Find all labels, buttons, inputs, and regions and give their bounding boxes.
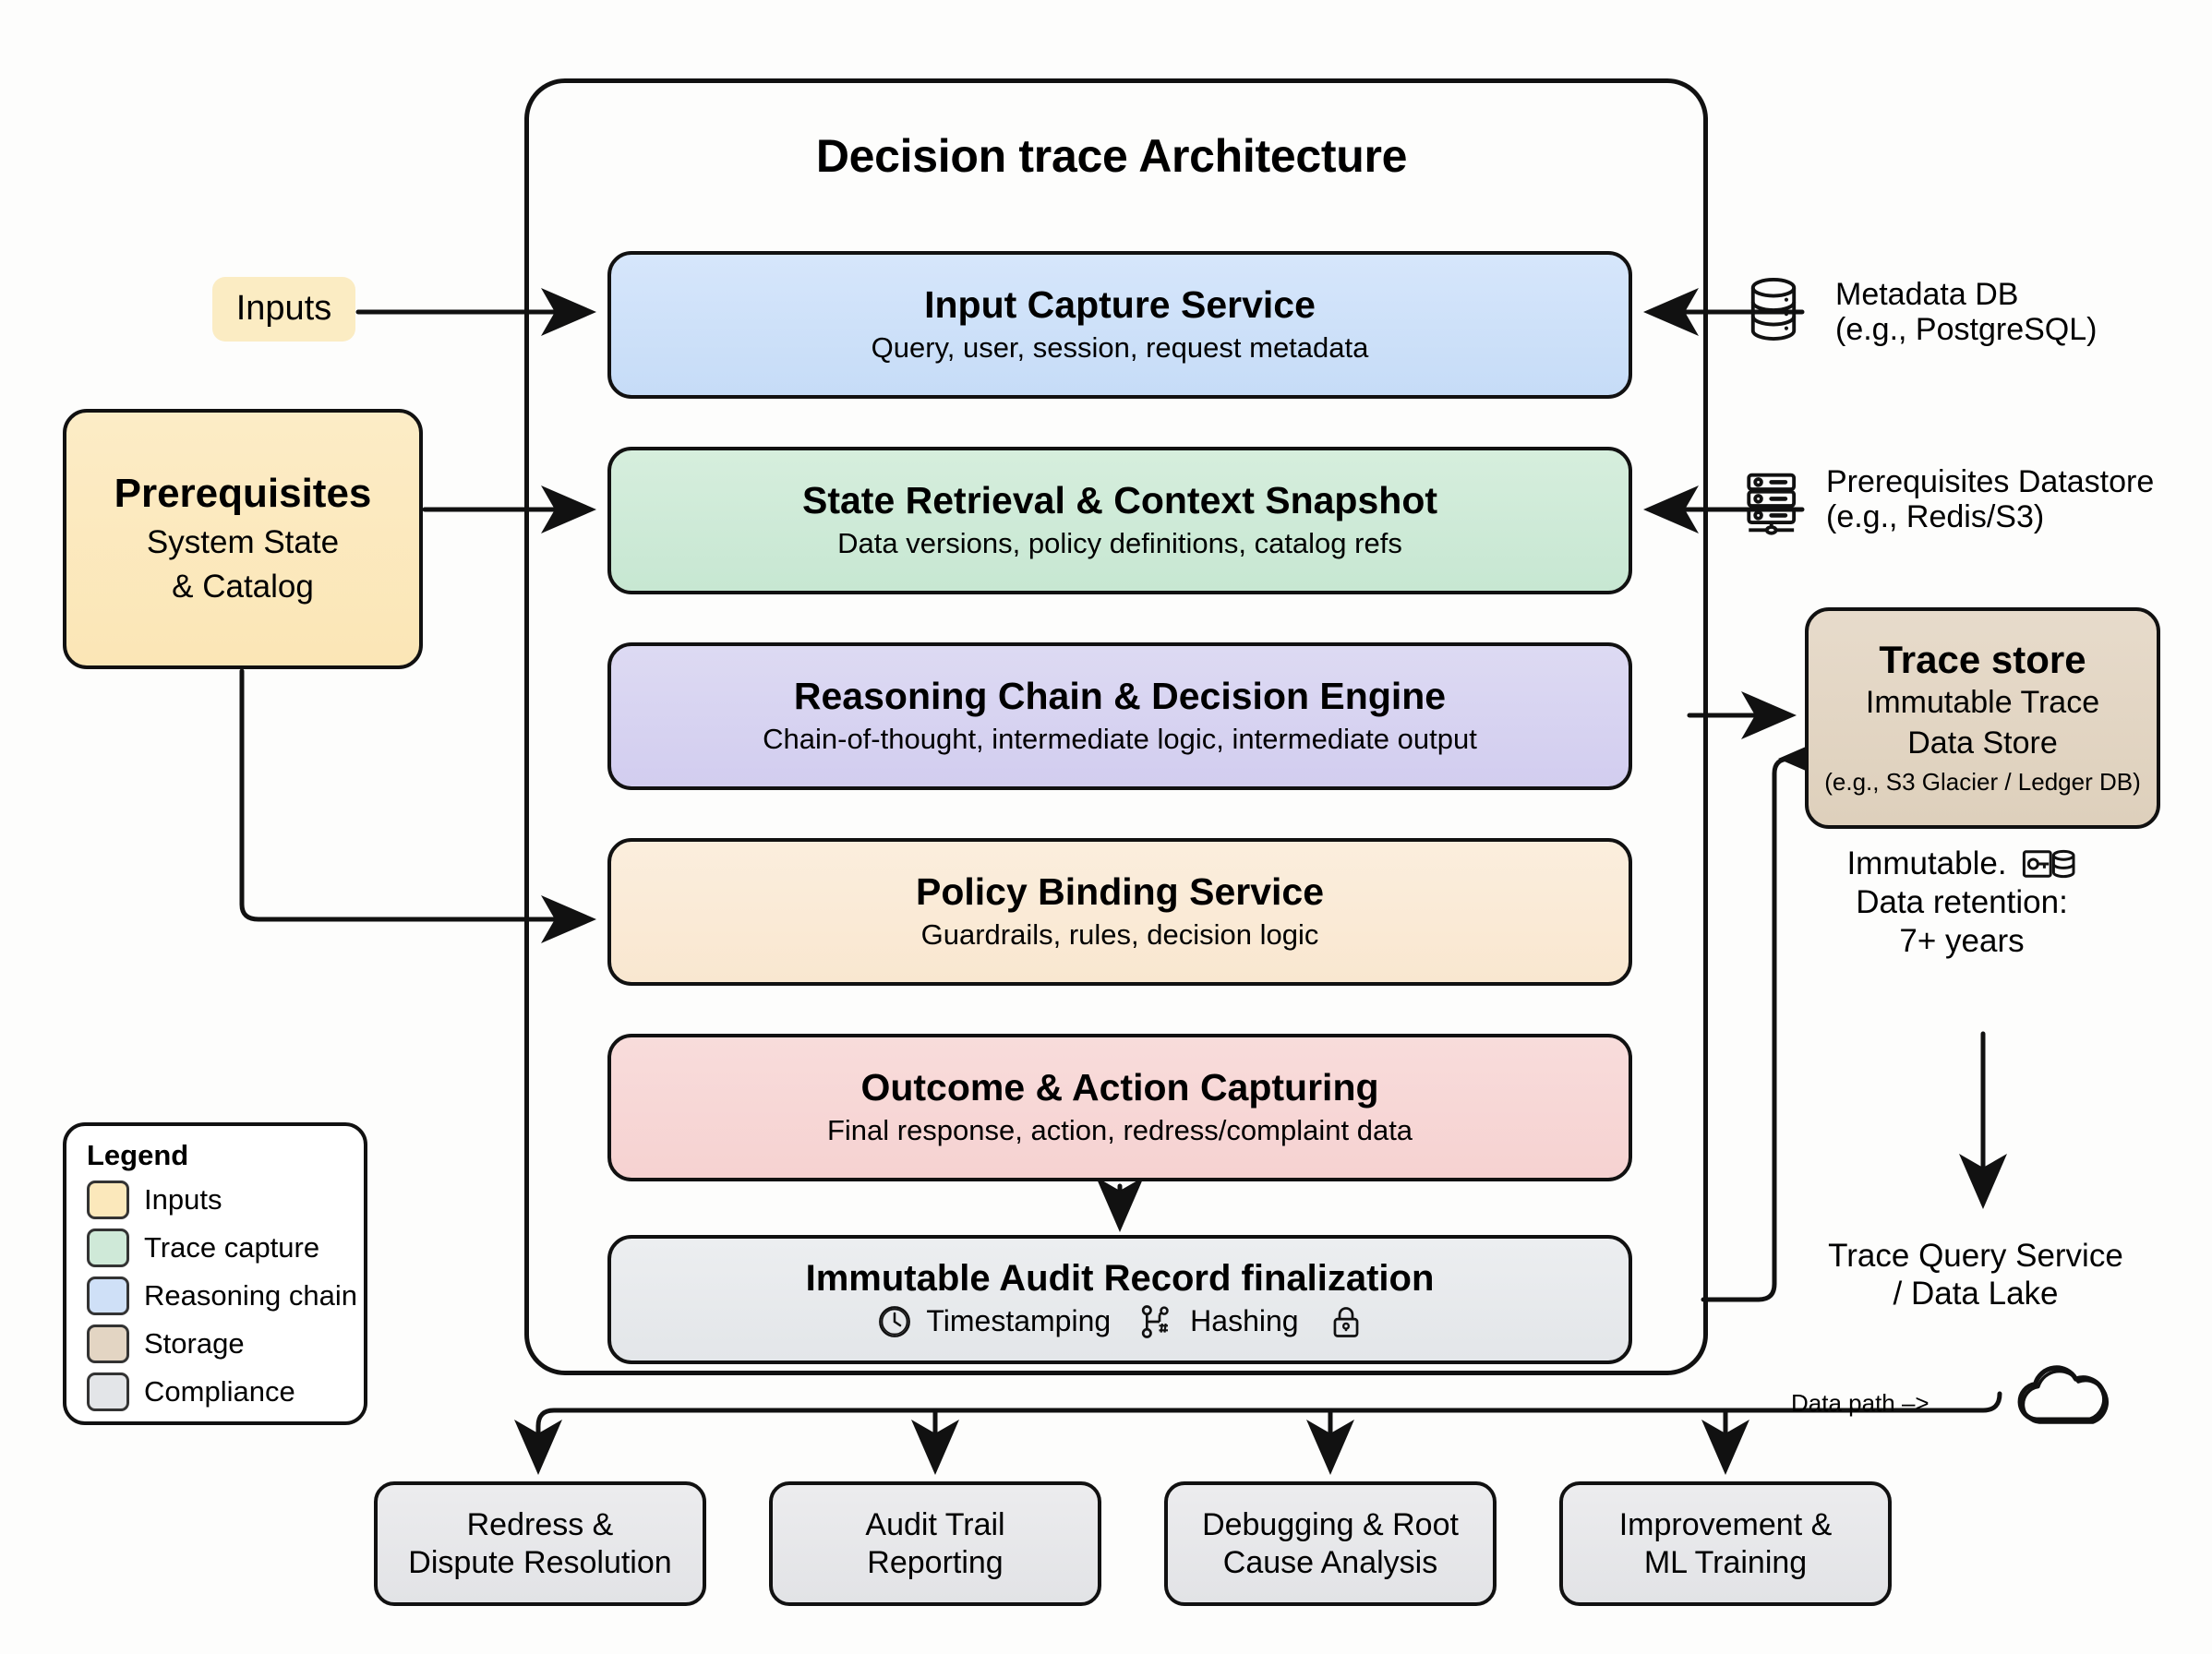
legend-swatch-trace-capture — [87, 1229, 129, 1267]
legend: Legend Inputs Trace capture Reasoning ch… — [63, 1122, 367, 1425]
output-4-line1: Improvement & — [1618, 1506, 1833, 1542]
prerequisites-datastore-label: Prerequisites Datastore (e.g., Redis/S3) — [1826, 464, 2154, 534]
trace-store-title: Trace store — [1879, 638, 2086, 682]
immutable-line1: Immutable. — [1846, 845, 2007, 881]
input-capture-title: Input Capture Service — [924, 283, 1316, 327]
hashing-label: Hashing — [1190, 1304, 1299, 1338]
page-title: Decision trace Architecture — [815, 130, 1408, 182]
inputs-label: Inputs — [235, 289, 332, 329]
legend-swatch-reasoning-chain — [87, 1276, 129, 1315]
prerequisites-node[interactable]: Prerequisites System State & Catalog — [63, 409, 423, 669]
output-1-line1: Redress & — [466, 1506, 614, 1542]
state-retrieval-node[interactable]: State Retrieval & Context Snapshot Data … — [607, 447, 1632, 594]
legend-label-inputs: Inputs — [144, 1183, 222, 1216]
immutable-line3: 7+ years — [1899, 923, 2025, 959]
legend-label-reasoning-chain: Reasoning chain — [144, 1279, 357, 1312]
inputs-node[interactable]: Inputs — [212, 277, 355, 342]
input-capture-subtitle: Query, user, session, request metadata — [871, 331, 1369, 365]
reasoning-chain-title: Reasoning Chain & Decision Engine — [793, 675, 1447, 718]
wire-bus-to-output-1 — [513, 1391, 2002, 1475]
reasoning-chain-subtitle: Chain-of-thought, intermediate logic, in… — [763, 723, 1477, 756]
state-retrieval-subtitle: Data versions, policy definitions, catal… — [837, 527, 1402, 560]
data-path-label: Data path –> — [1791, 1389, 1929, 1417]
state-retrieval-title: State Retrieval & Context Snapshot — [801, 479, 1438, 522]
metadata-db-line2: (e.g., PostgreSQL) — [1835, 312, 2098, 348]
cloud-icon — [2017, 1365, 2109, 1424]
prerequisites-title: Prerequisites — [114, 471, 372, 517]
output-node-improvement[interactable]: Improvement & ML Training — [1559, 1481, 1892, 1606]
database-cylinder-icon — [1750, 278, 1797, 341]
outcome-capture-title: Outcome & Action Capturing — [860, 1066, 1379, 1109]
legend-item-storage: Storage — [87, 1320, 364, 1368]
lock-icon — [1333, 1307, 1358, 1337]
trace-store-line2: Data Store — [1907, 725, 2058, 761]
server-rack-icon — [1747, 473, 1797, 535]
outcome-capture-node[interactable]: Outcome & Action Capturing Final respons… — [607, 1034, 1632, 1181]
legend-item-compliance: Compliance — [87, 1368, 364, 1416]
legend-title: Legend — [87, 1139, 189, 1171]
legend-swatch-inputs — [87, 1181, 129, 1219]
legend-label-trace-capture: Trace capture — [144, 1231, 320, 1264]
trace-store-line1: Immutable Trace — [1865, 685, 2100, 721]
audit-record-icons: Timestamping Hashing — [876, 1303, 1363, 1340]
output-2-line2: Reporting — [867, 1544, 1004, 1580]
output-3-line2: Cause Analysis — [1222, 1544, 1438, 1580]
legend-label-storage: Storage — [144, 1327, 245, 1360]
architecture-frame — [524, 78, 1708, 1375]
legend-item-reasoning-chain: Reasoning chain — [87, 1272, 364, 1320]
legend-label-compliance: Compliance — [144, 1375, 295, 1408]
timestamping-label: Timestamping — [926, 1304, 1112, 1338]
hash-network-icon — [1142, 1305, 1169, 1338]
reasoning-chain-node[interactable]: Reasoning Chain & Decision Engine Chain-… — [607, 642, 1632, 790]
metadata-db-label: Metadata DB (e.g., PostgreSQL) — [1835, 277, 2097, 347]
policy-binding-title: Policy Binding Service — [915, 870, 1325, 914]
metadata-db-line1: Metadata DB — [1835, 277, 2019, 312]
legend-swatch-storage — [87, 1324, 129, 1363]
outcome-capture-subtitle: Final response, action, redress/complain… — [826, 1114, 1413, 1147]
input-capture-service-node[interactable]: Input Capture Service Query, user, sessi… — [607, 251, 1632, 399]
legend-item-trace-capture: Trace capture — [87, 1224, 364, 1272]
key-database-icon — [2022, 849, 2075, 879]
output-node-redress[interactable]: Redress & Dispute Resolution — [374, 1481, 706, 1606]
immutable-line2: Data retention: — [1856, 884, 2068, 920]
legend-swatch-compliance — [87, 1372, 129, 1411]
policy-binding-node[interactable]: Policy Binding Service Guardrails, rules… — [607, 838, 1632, 986]
output-4-line2: ML Training — [1643, 1544, 1808, 1580]
tqs-line2: / Data Lake — [1893, 1276, 2059, 1312]
output-node-audit-trail[interactable]: Audit Trail Reporting — [769, 1481, 1101, 1606]
audit-record-node[interactable]: Immutable Audit Record finalization Time… — [607, 1235, 1632, 1364]
output-2-line1: Audit Trail — [865, 1506, 1005, 1542]
trace-store-node[interactable]: Trace store Immutable Trace Data Store (… — [1805, 607, 2160, 829]
trace-query-service-label: Trace Query Service / Data Lake — [1782, 1237, 2170, 1313]
prereq-datastore-line2: (e.g., Redis/S3) — [1826, 499, 2045, 535]
output-node-debugging[interactable]: Debugging & Root Cause Analysis — [1164, 1481, 1497, 1606]
prerequisites-line2: & Catalog — [172, 569, 314, 605]
prerequisites-line1: System State — [146, 523, 340, 560]
policy-binding-subtitle: Guardrails, rules, decision logic — [920, 918, 1319, 952]
legend-item-inputs: Inputs — [87, 1176, 364, 1224]
wire-audit-to-tracestore — [1701, 734, 1833, 1302]
tqs-line1: Trace Query Service — [1828, 1238, 2123, 1274]
trace-store-line3: (e.g., S3 Glacier / Ledger DB) — [1824, 767, 2141, 796]
output-1-line2: Dispute Resolution — [408, 1544, 672, 1580]
clock-icon — [879, 1306, 911, 1337]
output-3-line1: Debugging & Root — [1202, 1506, 1459, 1542]
prereq-datastore-line1: Prerequisites Datastore — [1826, 464, 2155, 499]
immutable-retention-note: Immutable. Data retention: 7+ years — [1805, 845, 2119, 961]
audit-record-title: Immutable Audit Record finalization — [805, 1258, 1435, 1299]
